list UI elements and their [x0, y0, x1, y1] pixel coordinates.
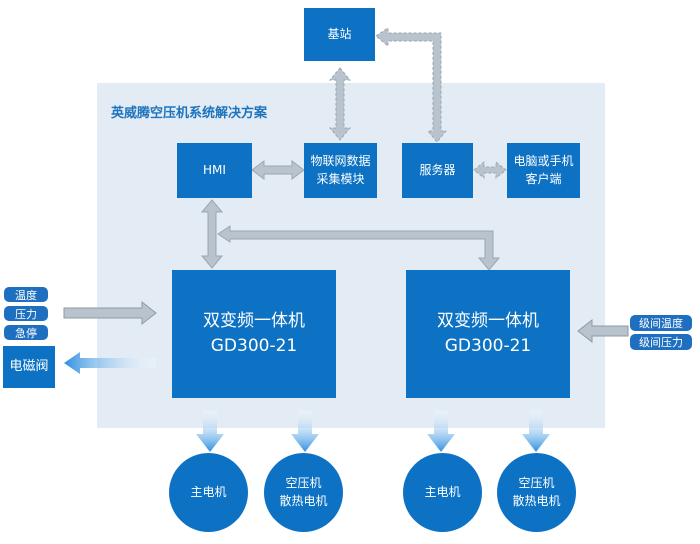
arrow-to-motor-main-left: [196, 410, 224, 452]
diagram-title: 英威腾空压机系统解决方案: [111, 106, 268, 121]
link-server-client: [473, 160, 507, 180]
input-interstage-pressure-pill: 级间压力: [630, 334, 692, 350]
arrow-to-motor-main-right: [427, 410, 455, 452]
hmi-box: HMI: [177, 143, 252, 198]
link-base-server: [375, 27, 448, 143]
solenoid-valve-box: 电磁阀: [3, 346, 55, 388]
arrow-to-motor-fan-right: [522, 410, 550, 452]
arrow-to-motor-fan-left: [291, 410, 319, 452]
link-hmi-iot: [251, 160, 305, 180]
link-hmi-inverter-left: [200, 199, 224, 269]
inverter-right-box: 双变频一体机 GD300-21: [406, 270, 570, 398]
iot-module-box: 物联网数据 采集模块: [304, 143, 377, 198]
link-inverter-left-right: [217, 225, 501, 271]
inverter-left-box: 双变频一体机 GD300-21: [172, 270, 336, 398]
base-station-box: 基站: [304, 8, 375, 61]
input-interstage-temperature-pill: 级间温度: [630, 315, 692, 331]
arrow-inputs-to-inverter-right: [577, 318, 629, 344]
motor-fan-left-circle: 空压机 散热电机: [264, 453, 343, 532]
client-box: 电脑或手机 客户端: [507, 143, 580, 198]
motor-main-right-circle: 主电机: [403, 453, 482, 532]
input-emergency-stop-pill: 急停: [4, 325, 48, 340]
motor-fan-right-circle: 空压机 散热电机: [497, 453, 576, 532]
arrow-inputs-to-inverter-left: [63, 300, 157, 326]
input-temperature-pill: 温度: [4, 287, 48, 302]
input-pressure-pill: 压力: [4, 306, 48, 321]
arrow-inverter-to-valve: [64, 352, 156, 374]
link-base-iot: [328, 67, 352, 141]
motor-main-left-circle: 主电机: [169, 453, 248, 532]
server-box: 服务器: [402, 143, 473, 198]
